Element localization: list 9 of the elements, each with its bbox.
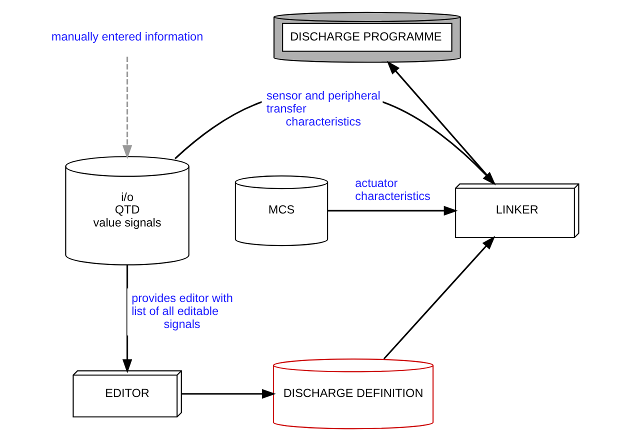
arrow [382, 236, 495, 360]
edge-label: actuator characteristics [354, 176, 430, 203]
edge-label: sensor and peripheral transfer characteristics [266, 90, 380, 128]
arrow [327, 206, 458, 216]
node-text: manually entered information [50, 30, 203, 44]
arrow [122, 56, 132, 159]
arrow [122, 265, 132, 374]
edge-label: provides editor with list of all editable signals [131, 292, 232, 331]
arrow [181, 388, 276, 399]
